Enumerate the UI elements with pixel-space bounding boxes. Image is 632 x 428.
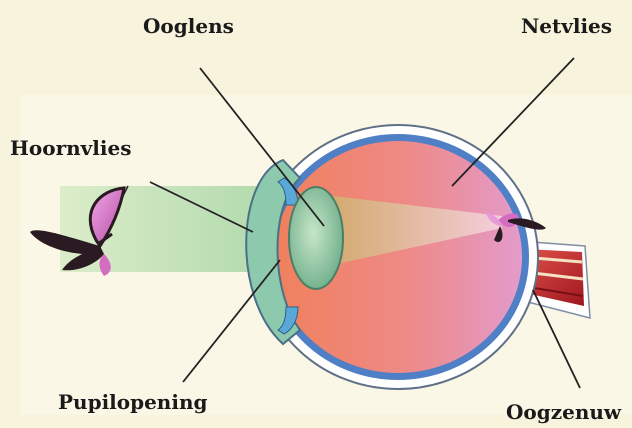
label-oogzenuw: Oogzenuw bbox=[506, 400, 621, 424]
label-hoornvlies: Hoornvlies bbox=[10, 136, 131, 160]
label-netvlies: Netvlies bbox=[521, 14, 612, 38]
lens bbox=[289, 187, 343, 289]
label-ooglens: Ooglens bbox=[143, 14, 234, 38]
label-pupilopening: Pupilopening bbox=[58, 390, 207, 414]
